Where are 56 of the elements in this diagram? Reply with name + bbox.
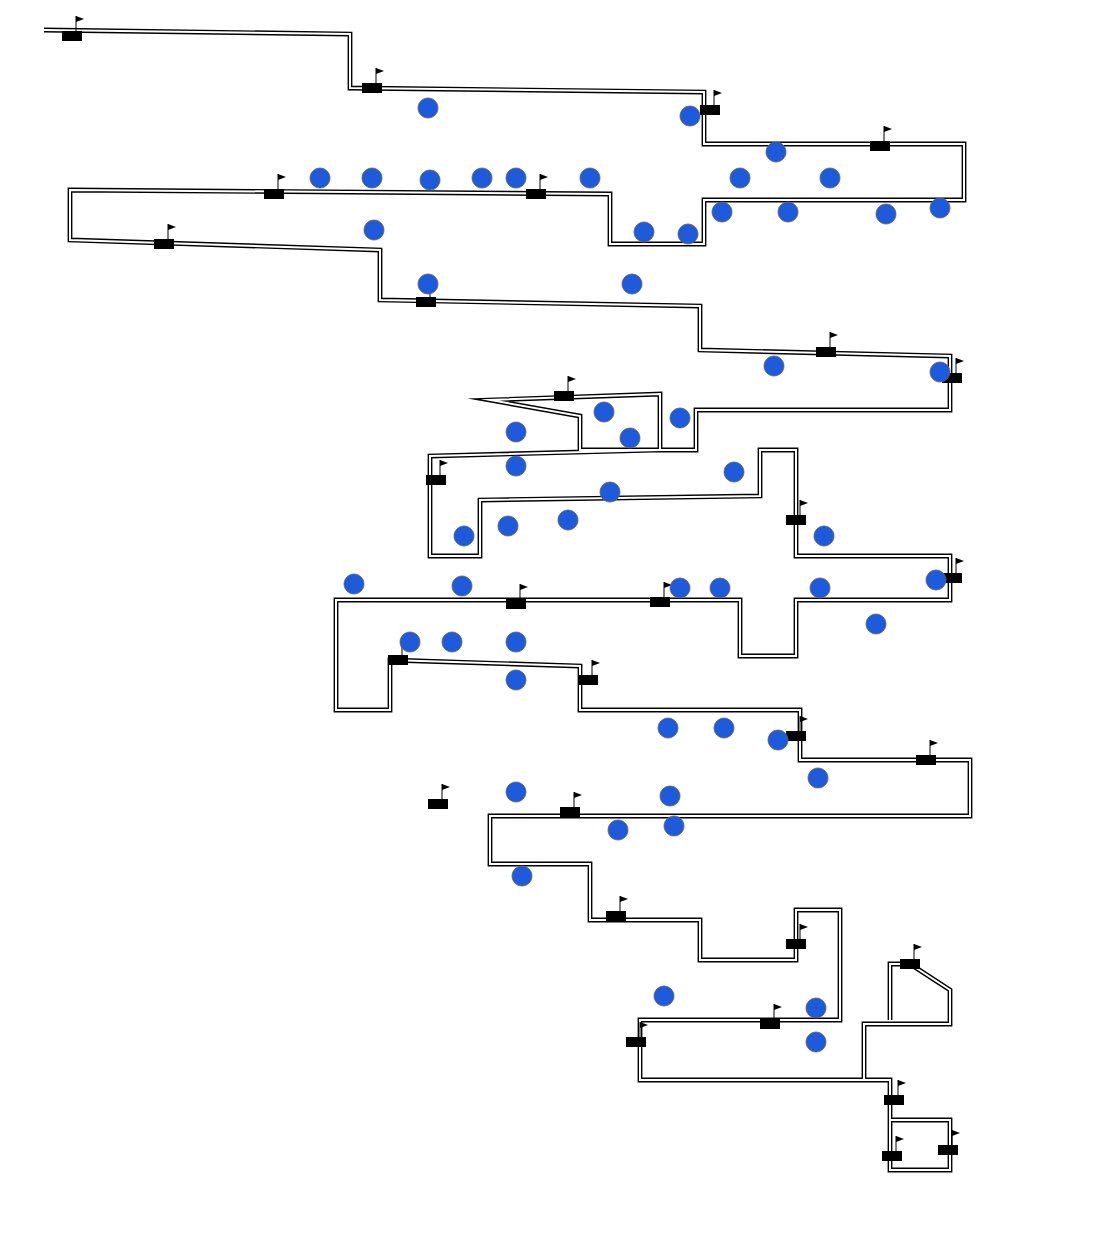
marker-dot (621, 273, 643, 295)
marker-dot (669, 407, 691, 429)
marker-dot (709, 577, 731, 599)
marker-dot (875, 203, 897, 225)
marker-dot (453, 525, 475, 547)
marker-dot (809, 577, 831, 599)
marker-dot (417, 97, 439, 119)
marker-dot (713, 717, 735, 739)
marker-dot (309, 167, 331, 189)
marker-dot (419, 169, 441, 191)
marker-dot (505, 421, 527, 443)
marker-dot (471, 167, 493, 189)
marker-dot (505, 669, 527, 691)
marker-dot (711, 201, 733, 223)
marker-dot (599, 481, 621, 503)
marker-dot (729, 167, 751, 189)
marker-dot (361, 167, 383, 189)
marker-dot (663, 815, 685, 837)
marker-dot (593, 401, 615, 423)
marker-dot (765, 141, 787, 163)
marker-dot (929, 361, 951, 383)
marker-dot (723, 461, 745, 483)
marker-dot (669, 577, 691, 599)
marker-dot (505, 167, 527, 189)
marker-dot (441, 631, 463, 653)
marker-dot (343, 573, 365, 595)
marker-dot (505, 631, 527, 653)
marker-dot (579, 167, 601, 189)
marker-dot (653, 985, 675, 1007)
marker-dot (619, 427, 641, 449)
marker-dot (819, 167, 841, 189)
marker-dot (763, 355, 785, 377)
marker-dot (807, 767, 829, 789)
marker-dot (511, 865, 533, 887)
marker-dot (363, 219, 385, 241)
marker-dot (925, 569, 947, 591)
marker-dot (677, 223, 699, 245)
marker-dot (767, 729, 789, 751)
marker-dot (865, 613, 887, 635)
marker-dot (777, 201, 799, 223)
marker-dot (679, 105, 701, 127)
marker-dot (417, 273, 439, 295)
marker-dot (657, 717, 679, 739)
marker-dot (929, 197, 951, 219)
marker-dot (813, 525, 835, 547)
marker-dot (805, 1031, 827, 1053)
marker-dot (633, 221, 655, 243)
marker-dot (557, 509, 579, 531)
marker-dot (659, 785, 681, 807)
marker-dot (399, 631, 421, 653)
marker-dot (805, 997, 827, 1019)
marker-dot (505, 455, 527, 477)
marker-dot (451, 575, 473, 597)
marker-dot (497, 515, 519, 537)
marker-dot (505, 781, 527, 803)
marker-dot (607, 819, 629, 841)
